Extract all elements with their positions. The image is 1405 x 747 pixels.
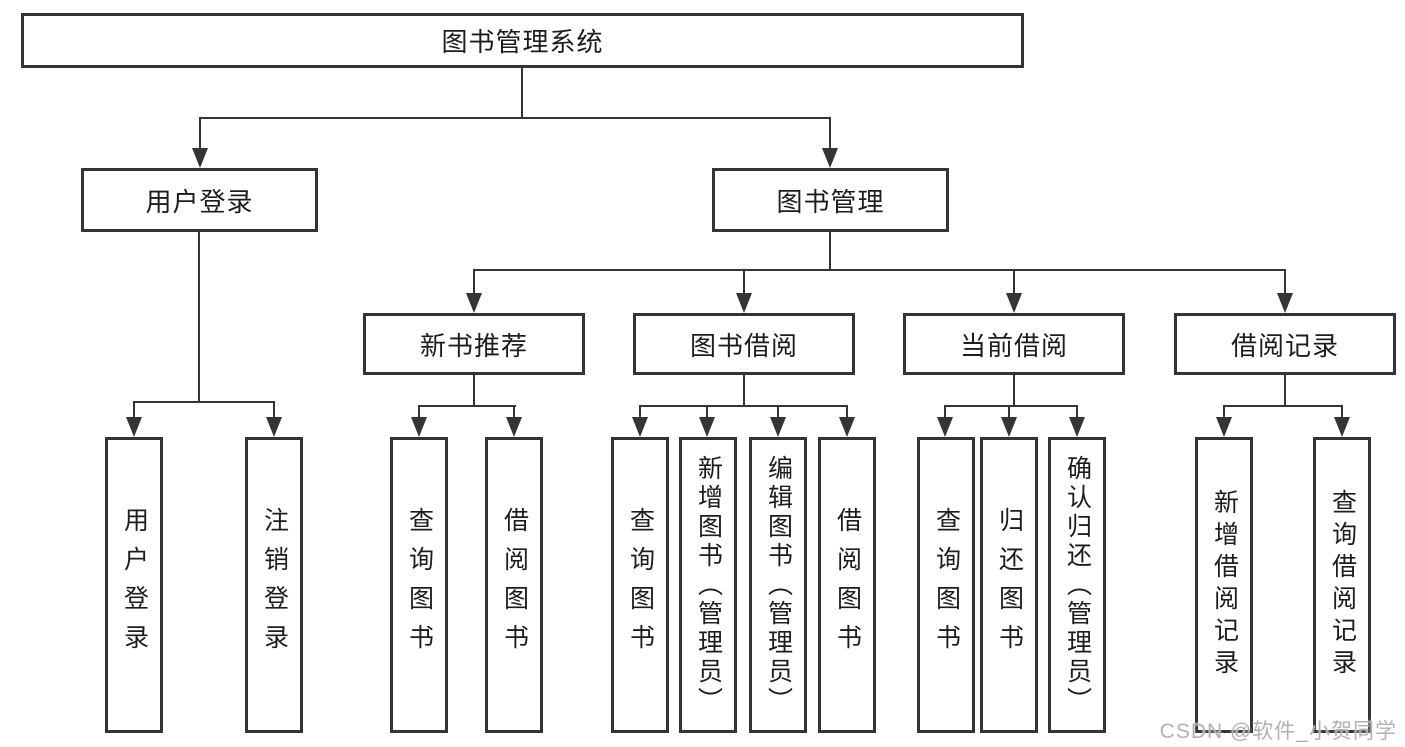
leaf-label: 编辑图书（管理员）	[764, 454, 793, 716]
connector-book-borrow-rail	[639, 405, 848, 407]
watermark: CSDN @软件_小贺同学	[1159, 720, 1397, 743]
connector-drop	[133, 401, 135, 421]
connector-current-borrow-rail	[944, 405, 1078, 407]
leaf-label: 新增借阅记录	[1210, 489, 1239, 681]
leaf-borrow-book-2: 借阅图书	[818, 437, 876, 733]
connector-drop	[513, 405, 515, 421]
arrow-down-icon	[770, 417, 786, 437]
connector-drop	[706, 405, 708, 421]
arrow-down-icon	[411, 417, 427, 437]
leaf-label: 查询借阅记录	[1328, 489, 1357, 681]
leaf-query-book-2: 查询图书	[611, 437, 669, 733]
node-borrow-record: 借阅记录	[1174, 313, 1396, 375]
arrow-down-icon	[839, 417, 855, 437]
connector-drop	[1008, 405, 1010, 421]
leaf-label: 查询图书	[932, 507, 961, 663]
node-current-borrow-label: 当前借阅	[959, 330, 1068, 361]
connector-book-borrow-stem	[743, 375, 745, 407]
node-book-mgmt-label: 图书管理	[776, 186, 885, 217]
arrow-down-icon	[126, 417, 142, 437]
node-new-book-recommend: 新书推荐	[363, 313, 585, 375]
connector-drop	[418, 405, 420, 421]
connector-drop	[743, 269, 745, 297]
arrow-down-icon	[192, 148, 208, 168]
leaf-label: 用户登录	[120, 507, 149, 663]
arrow-down-icon	[466, 293, 482, 313]
connector-borrow-record-rail	[1223, 405, 1343, 407]
connector-drop	[473, 269, 475, 297]
leaf-borrow-book-1: 借阅图书	[485, 437, 543, 733]
arrow-down-icon	[699, 417, 715, 437]
connector-drop	[1013, 269, 1015, 297]
connector-drop	[944, 405, 946, 421]
node-user-login: 用户登录	[81, 168, 318, 232]
leaf-query-borrow-record: 查询借阅记录	[1313, 437, 1371, 733]
node-user-login-label: 用户登录	[145, 186, 254, 217]
arrow-down-icon	[1277, 293, 1293, 313]
connector-drop-user-login	[199, 117, 201, 152]
connector-book-mgmt-stem	[829, 232, 831, 271]
arrow-down-icon	[1216, 417, 1232, 437]
arrow-down-icon	[1001, 417, 1017, 437]
node-book-borrow-label: 图书借阅	[689, 330, 798, 361]
connector-root-rail	[199, 117, 831, 119]
connector-drop	[639, 405, 641, 421]
connector-drop	[1076, 405, 1078, 421]
arrow-down-icon	[1334, 417, 1350, 437]
leaf-label: 查询图书	[405, 507, 434, 663]
arrow-down-icon	[1069, 417, 1085, 437]
leaf-logout: 注销登录	[245, 437, 303, 733]
leaf-return-book: 归还图书	[980, 437, 1038, 733]
leaf-label: 确认归还（管理员）	[1063, 454, 1092, 716]
leaf-label: 查询图书	[626, 507, 655, 663]
leaf-label: 注销登录	[260, 507, 289, 663]
node-current-borrow: 当前借阅	[903, 313, 1125, 375]
arrow-down-icon	[736, 293, 752, 313]
arrow-down-icon	[937, 417, 953, 437]
node-root-label: 图书管理系统	[441, 27, 604, 57]
leaf-query-book-1: 查询图书	[390, 437, 448, 733]
connector-drop	[777, 405, 779, 421]
connector-drop	[273, 401, 275, 421]
arrow-down-icon	[632, 417, 648, 437]
connector-drop	[1341, 405, 1343, 421]
connector-book-mgmt-rail	[473, 269, 1286, 271]
leaf-add-borrow-record: 新增借阅记录	[1195, 437, 1253, 733]
connector-borrow-record-stem	[1284, 375, 1286, 407]
connector-user-login-stem	[198, 232, 200, 403]
connector-new-book-rail	[418, 405, 516, 407]
node-book-borrow: 图书借阅	[633, 313, 855, 375]
leaf-label: 新增图书（管理员）	[694, 454, 723, 716]
leaf-label: 归还图书	[995, 507, 1024, 663]
leaf-confirm-return-admin: 确认归还（管理员）	[1048, 437, 1106, 733]
leaf-add-book-admin: 新增图书（管理员）	[679, 437, 737, 733]
node-borrow-record-label: 借阅记录	[1230, 330, 1339, 361]
node-new-book-recommend-label: 新书推荐	[419, 330, 528, 361]
connector-new-book-stem	[473, 375, 475, 407]
connector-drop	[1223, 405, 1225, 421]
arrow-down-icon	[506, 417, 522, 437]
node-book-mgmt: 图书管理	[712, 168, 949, 232]
node-root: 图书管理系统	[21, 13, 1024, 68]
connector-drop	[1284, 269, 1286, 297]
connector-root-stem	[521, 68, 523, 119]
leaf-label: 借阅图书	[500, 507, 529, 663]
connector-current-borrow-stem	[1013, 375, 1015, 407]
arrow-down-icon	[266, 417, 282, 437]
arrow-down-icon	[822, 148, 838, 168]
connector-drop-book-mgmt	[829, 117, 831, 152]
leaf-query-book-3: 查询图书	[917, 437, 975, 733]
connector-user-login-rail	[133, 401, 275, 403]
leaf-label: 借阅图书	[833, 507, 862, 663]
leaf-user-login: 用户登录	[105, 437, 163, 733]
leaf-edit-book-admin: 编辑图书（管理员）	[749, 437, 807, 733]
connector-drop	[846, 405, 848, 421]
arrow-down-icon	[1006, 293, 1022, 313]
